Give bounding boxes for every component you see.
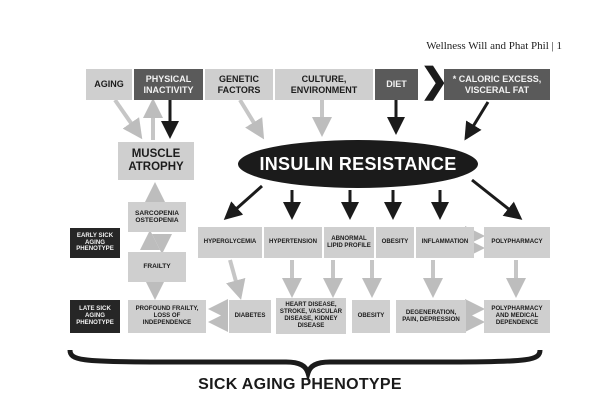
- early-phenotype-label: EARLY SICK AGING PHENOTYPE: [70, 228, 120, 258]
- cause-genetic-factors: GENETIC FACTORS: [205, 69, 273, 100]
- cause-physical-inactivity: PHYSICAL INACTIVITY: [134, 69, 203, 100]
- early-item-obesity: OBESITY: [376, 227, 414, 258]
- early-item-inflammation: INFLAMMATION: [416, 227, 474, 258]
- late-phenotype-label: LATE SICK AGING PHENOTYPE: [70, 300, 120, 333]
- bottom-brace: [67, 349, 543, 383]
- early-item-hyperglycemia: HYPERGLYCEMIA: [198, 227, 262, 258]
- early-item-lipid-profile: ABNORMAL LIPID PROFILE: [324, 227, 374, 258]
- page-header: Wellness Will and Phat Phil | 1: [426, 40, 562, 52]
- muscle-atrophy-box: MUSCLE ATROPHY: [118, 142, 194, 180]
- late-item-degeneration: DEGENERATION, PAIN, DEPRESSION: [396, 300, 466, 333]
- arrow-insulin-to-hyperglycemia: [223, 184, 263, 220]
- late-item-obesity: OBESITY: [352, 300, 390, 333]
- late-item-profound-frailty: PROFOUND FRAILTY, LOSS OF INDEPENDENCE: [128, 300, 206, 333]
- frailty-box: FRAILTY: [128, 252, 186, 282]
- late-item-polypharmacy-dependence: POLYPHARMACY AND MEDICAL DEPENDENCE: [484, 300, 550, 333]
- arrow-caloric-to-insulin: [464, 101, 490, 141]
- arrow-hyperglycemia-to-diabetes: [226, 259, 246, 300]
- arrow-genetic-to-insulin: [238, 98, 265, 140]
- cause-aging: AGING: [86, 69, 132, 100]
- arrow-insulin-to-polypharmacy: [471, 178, 523, 220]
- footer-title: SICK AGING PHENOTYPE: [198, 376, 402, 393]
- cause-culture-environment: CULTURE, ENVIRONMENT: [275, 69, 373, 100]
- chevron-right-icon: ❯: [420, 62, 449, 100]
- early-item-polypharmacy: POLYPHARMACY: [484, 227, 550, 258]
- late-item-diabetes: DIABETES: [229, 300, 271, 333]
- early-item-hypertension: HYPERTENSION: [264, 227, 322, 258]
- cause-caloric-excess: * CALORIC EXCESS, VISCERAL FAT: [444, 69, 550, 100]
- late-item-heart-disease: HEART DISEASE, STROKE, VASCULAR DISEASE,…: [276, 298, 346, 334]
- sarcopenia-box: SARCOPENIA OSTEOPENIA: [128, 202, 186, 232]
- arrow-aging-to-atrophy: [113, 98, 143, 140]
- cause-diet: DIET: [375, 69, 418, 100]
- insulin-resistance-ellipse: INSULIN RESISTANCE: [238, 140, 478, 188]
